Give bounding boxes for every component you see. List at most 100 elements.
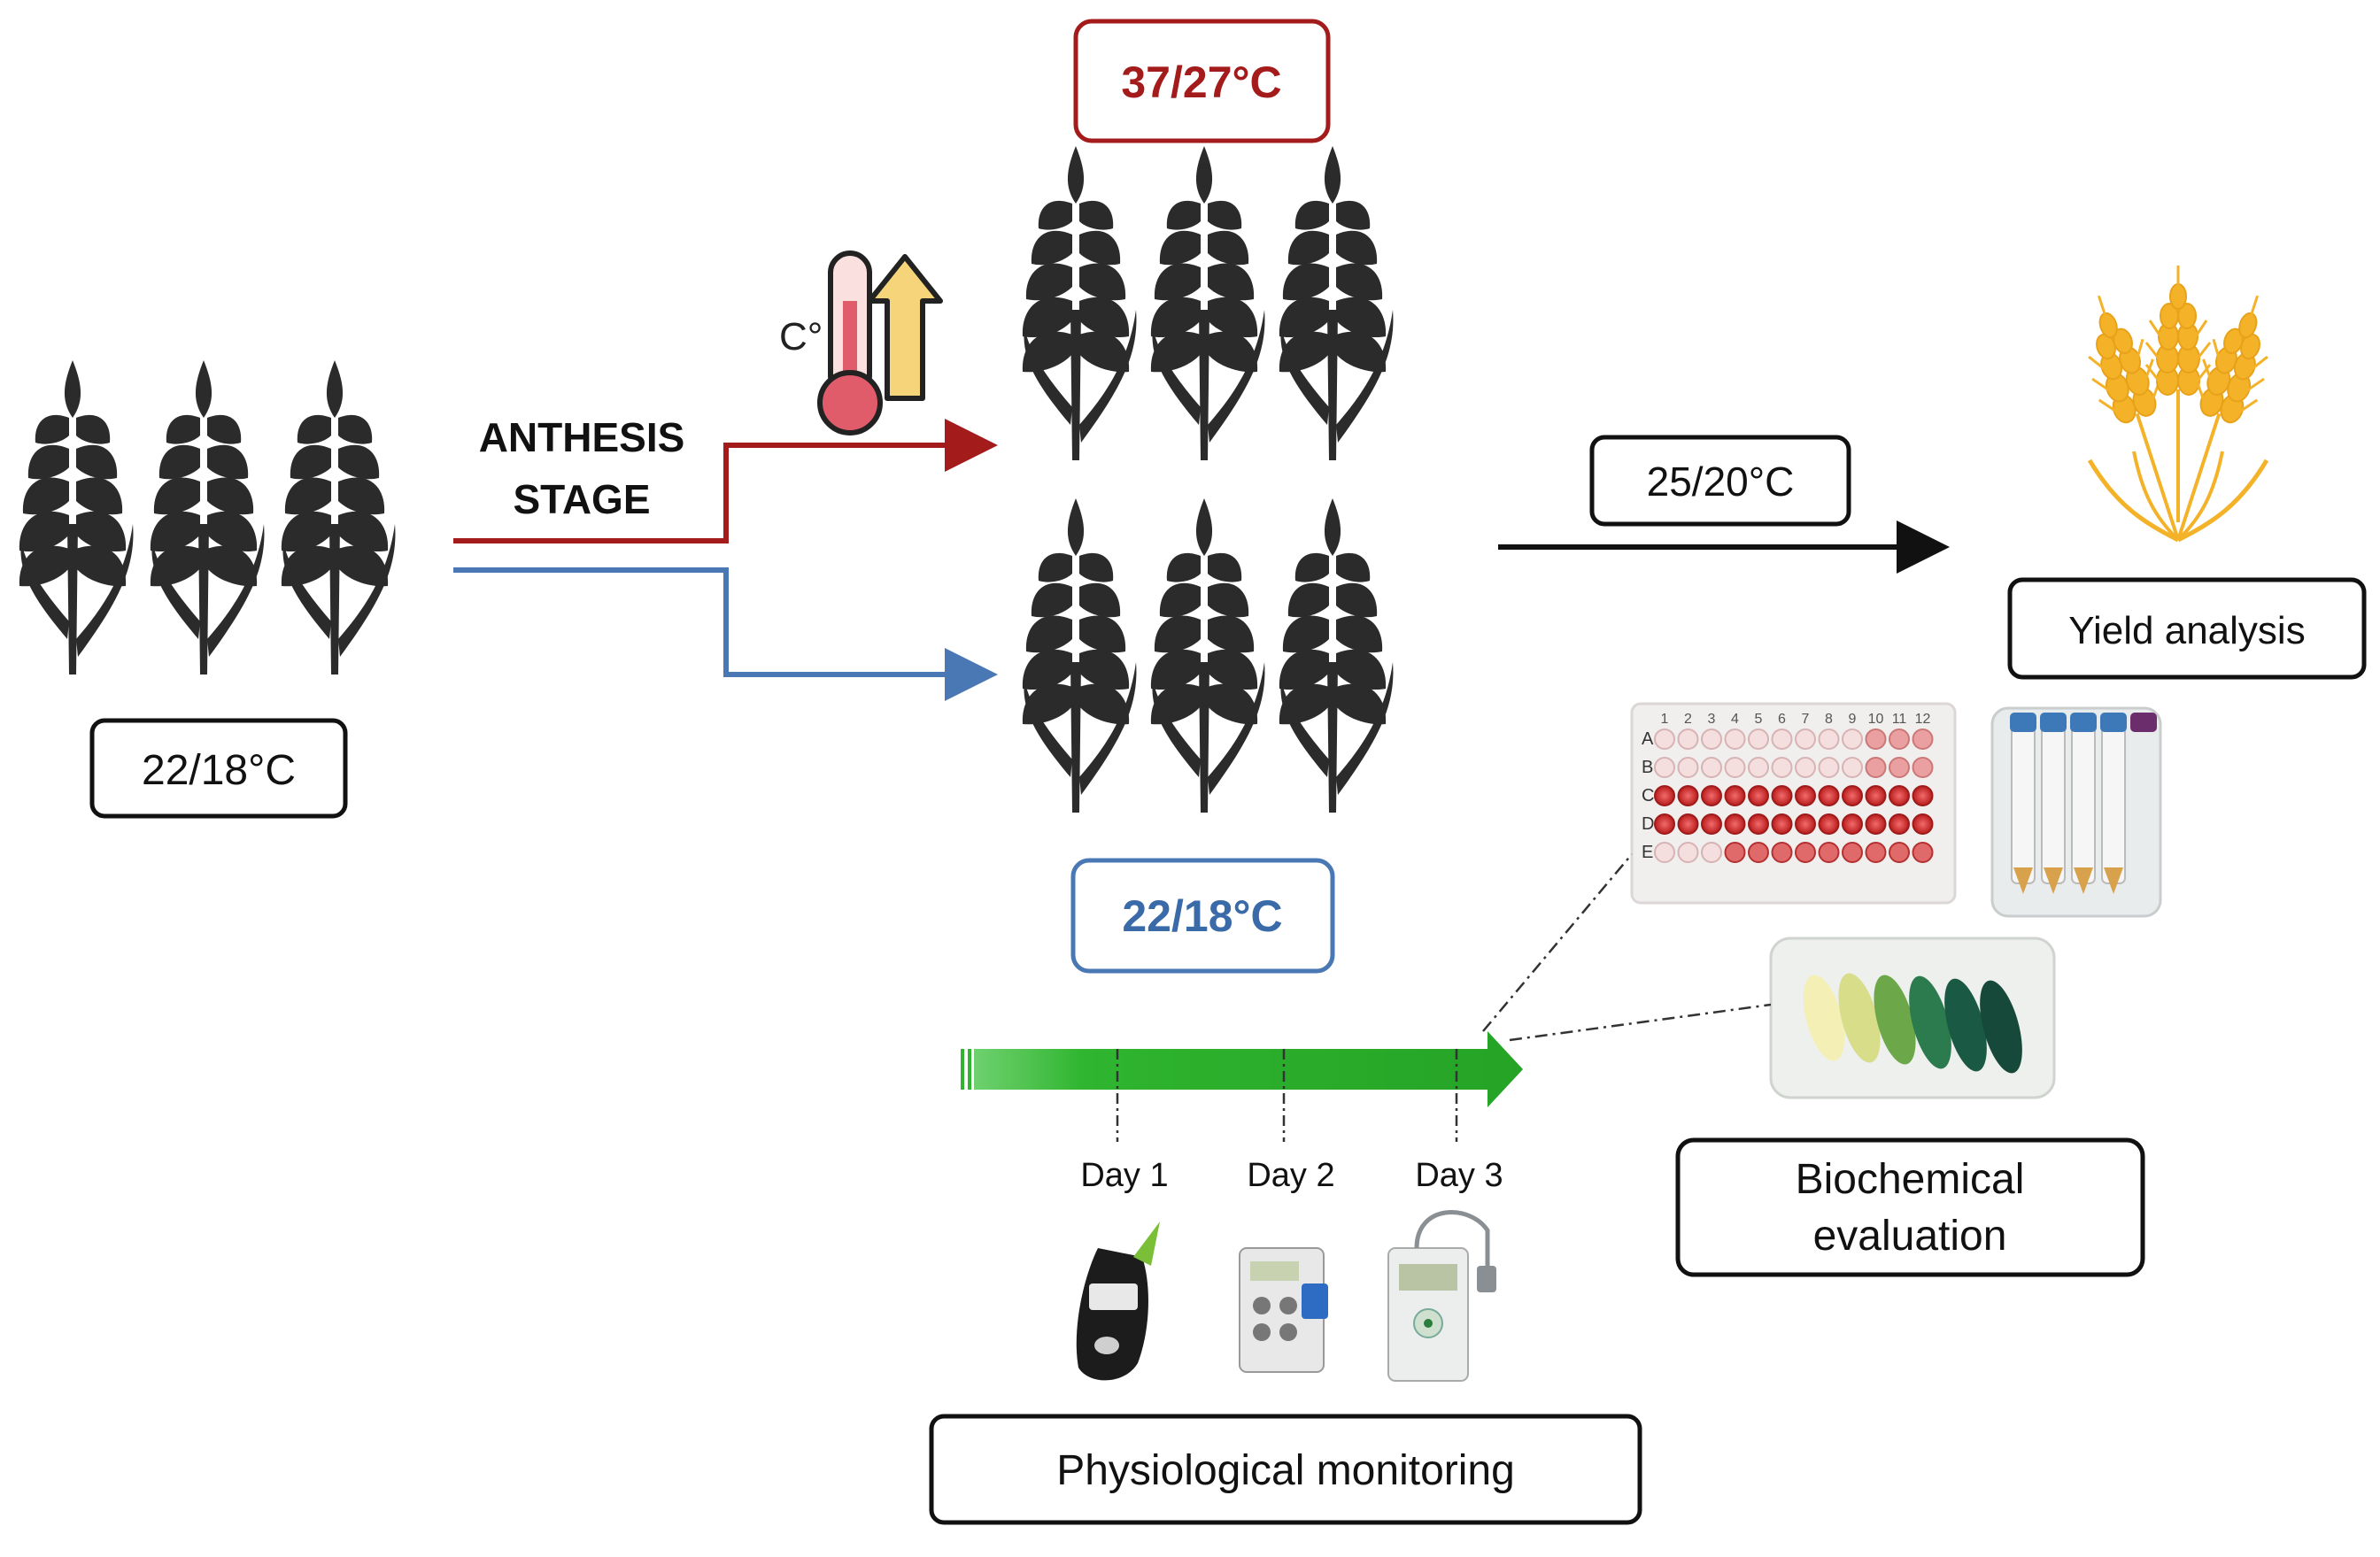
svg-text:C°: C° <box>779 315 823 358</box>
wheat-icon <box>1022 498 1137 813</box>
plate-row-label: A <box>1642 729 1654 749</box>
yield-analysis-box: Yield analysis <box>2007 577 2367 680</box>
biochemical-label-line1: Biochemical <box>1796 1156 2025 1203</box>
plate-well <box>1677 813 1699 835</box>
wheat-icon <box>281 360 396 674</box>
plate-well <box>1748 813 1769 835</box>
day-1-label: Day 1 <box>1080 1157 1168 1194</box>
plate-col-label: 8 <box>1825 712 1833 727</box>
initial-wheat-group <box>19 360 396 674</box>
wheat-icon <box>1279 498 1394 813</box>
plate-well <box>1795 728 1816 750</box>
plate-well <box>1654 785 1675 806</box>
thermometer-rising-icon: C° <box>779 251 943 435</box>
plate-well <box>1654 728 1675 750</box>
plate-well <box>1771 842 1793 863</box>
anthesis-label-line2: STAGE <box>513 476 650 522</box>
plate-col-label: 2 <box>1684 712 1692 727</box>
plate-col-label: 4 <box>1731 712 1739 727</box>
recovery-temp-label: 25/20°C <box>1647 459 1795 505</box>
plate-col-label: 3 <box>1708 712 1716 727</box>
day-2-label: Day 2 <box>1247 1157 1334 1194</box>
heat-branch-arrow <box>453 419 998 543</box>
plate-well <box>1842 785 1863 806</box>
plate-col-label: 10 <box>1868 712 1884 727</box>
plate-row-label: B <box>1642 758 1653 777</box>
plate-well <box>1865 842 1887 863</box>
plate-well <box>1771 813 1793 835</box>
golden-wheat-icon <box>2067 264 2290 551</box>
plate-well <box>1701 842 1722 863</box>
plate-row-label: E <box>1642 843 1653 862</box>
anthesis-label-line1: ANTHESIS <box>479 414 685 460</box>
wheat-icon <box>1150 146 1265 460</box>
recovery-temp-box: 25/20°C <box>1589 435 1851 527</box>
heat-wheat-group <box>1022 146 1394 460</box>
plate-well <box>1771 757 1793 778</box>
plate-well <box>1677 842 1699 863</box>
plate-well <box>1865 757 1887 778</box>
wheat-icon <box>1279 146 1394 460</box>
plate-well <box>1724 757 1746 778</box>
yield-analysis-label: Yield analysis <box>2068 609 2305 652</box>
plate-well <box>1795 757 1816 778</box>
plate-well <box>1842 757 1863 778</box>
falcon-tubes-photo <box>1990 706 2162 918</box>
plate-well <box>1748 842 1769 863</box>
plate-well <box>1889 785 1910 806</box>
plate-col-label: 11 <box>1892 712 1907 727</box>
biochemical-label-line2: evaluation <box>1813 1213 2007 1260</box>
timeline-ticks <box>1116 1049 1458 1142</box>
plate-well <box>1818 785 1840 806</box>
wheat-icon <box>19 360 134 674</box>
plate-col-label: 6 <box>1778 712 1786 727</box>
chlorophyll-meter-icon <box>1076 1222 1160 1381</box>
initial-temp-box: 22/18°C <box>89 718 348 819</box>
plate-col-label: 7 <box>1802 712 1810 727</box>
plate-row-label: D <box>1642 814 1654 834</box>
plate-col-label: 12 <box>1915 712 1931 727</box>
anthesis-stage-label: ANTHESIS STAGE <box>479 414 685 522</box>
plate-well <box>1748 728 1769 750</box>
plate-well <box>1818 842 1840 863</box>
plate-well <box>1724 813 1746 835</box>
plate-well <box>1724 842 1746 863</box>
plate-well <box>1865 728 1887 750</box>
plate-row-label: C <box>1642 786 1654 805</box>
heat-temp-label: 37/27°C <box>1121 58 1281 107</box>
colorimetric-tubes-photo <box>1769 937 2056 1099</box>
connector-line <box>1509 1003 1772 1042</box>
plate-well <box>1654 813 1675 835</box>
plate-col-label: 1 <box>1661 712 1669 727</box>
plate-well <box>1818 757 1840 778</box>
plate-well <box>1912 842 1934 863</box>
plate-well <box>1842 813 1863 835</box>
plate-well <box>1677 728 1699 750</box>
plate-well <box>1724 728 1746 750</box>
plate-well <box>1771 728 1793 750</box>
plate-well <box>1889 813 1910 835</box>
physiological-monitoring-box: Physiological monitoring <box>929 1414 1642 1525</box>
plate-well <box>1889 842 1910 863</box>
control-temp-box: 22/18°C <box>1070 858 1335 974</box>
control-branch-arrow <box>453 567 998 701</box>
plate-well <box>1889 728 1910 750</box>
plate-well <box>1771 785 1793 806</box>
plate-well <box>1654 757 1675 778</box>
wheat-icon <box>1150 498 1265 813</box>
plate-well <box>1654 842 1675 863</box>
wheat-icon <box>150 360 265 674</box>
connector-line <box>1482 853 1633 1032</box>
plate-well <box>1795 842 1816 863</box>
plate-well <box>1818 813 1840 835</box>
plate-col-label: 9 <box>1849 712 1857 727</box>
plate-well <box>1677 757 1699 778</box>
plate-well <box>1795 813 1816 835</box>
plate-well <box>1701 785 1722 806</box>
control-temp-label: 22/18°C <box>1122 891 1282 941</box>
plate-well <box>1912 813 1934 835</box>
control-wheat-group <box>1022 498 1394 813</box>
heat-temp-box: 37/27°C <box>1073 19 1331 143</box>
